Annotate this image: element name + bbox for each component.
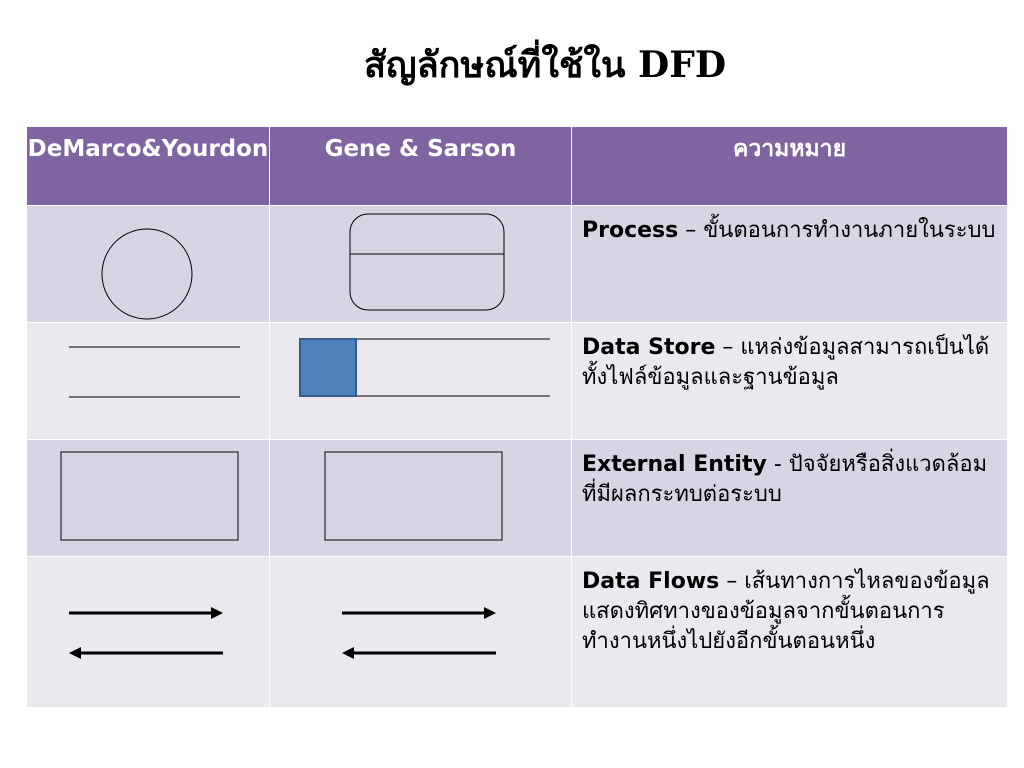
demarco-flow-cell: [26, 556, 270, 708]
external-entity-rect-symbol: [60, 451, 239, 541]
data-store-open-rect-symbol: [299, 338, 550, 397]
flow-description: เส้นทางการไหลของข้อมูล แสดงทิศทางของข้อม…: [582, 569, 990, 654]
term-separator: –: [715, 335, 741, 360]
table-row-data-flows: Data Flows – เส้นทางการไหลของข้อมูล แสดง…: [26, 556, 1008, 708]
dfd-symbol-table: DeMarco&Yourdon Gene & Sarson ความหมาย P…: [26, 126, 1008, 708]
header-demarco-yourdon: DeMarco&Yourdon: [26, 126, 270, 206]
store-description: แหล่งข้อมูลสามารถเป็นได้ทั้งไฟล์ข้อมูลแล…: [582, 335, 990, 390]
term-separator: -: [766, 452, 789, 477]
term-process: Process: [582, 218, 679, 243]
entity-description: ปัจจัยหรือสิ่งแวดล้อมที่มีผลกระทบต่อระบบ: [582, 452, 988, 507]
data-store-parallel-lines-symbol: [69, 346, 240, 398]
entity-description-cell: External Entity - ปัจจัยหรือสิ่งแวดล้อมท…: [571, 439, 1008, 557]
table-row-process: Process – ขั้นตอนการทำงานภายในระบบ: [26, 205, 1008, 323]
header-gene-sarson: Gene & Sarson: [269, 126, 572, 206]
data-flow-arrows-symbol: [69, 607, 223, 659]
demarco-store-cell: [26, 322, 270, 440]
gane-flow-cell: [269, 556, 572, 708]
process-description-cell: Process – ขั้นตอนการทำงานภายในระบบ: [571, 205, 1008, 323]
external-entity-rect-symbol: [324, 451, 503, 541]
header-meaning: ความหมาย: [571, 126, 1008, 206]
table-header-row: DeMarco&Yourdon Gene & Sarson ความหมาย: [26, 126, 1008, 206]
term-separator: –: [678, 218, 704, 243]
process-rounded-rect-symbol: [349, 213, 505, 311]
gane-process-cell: [269, 205, 572, 323]
table-row-external-entity: External Entity - ปัจจัยหรือสิ่งแวดล้อมท…: [26, 439, 1008, 557]
demarco-process-cell: [26, 205, 270, 323]
process-circle-symbol: [101, 228, 193, 320]
term-data-flows: Data Flows: [582, 569, 720, 594]
term-data-store: Data Store: [582, 335, 716, 360]
term-separator: –: [719, 569, 745, 594]
term-external-entity: External Entity: [582, 452, 767, 477]
gane-store-cell: [269, 322, 572, 440]
table-row-data-store: Data Store – แหล่งข้อมูลสามารถเป็นได้ทั้…: [26, 322, 1008, 440]
gane-entity-cell: [269, 439, 572, 557]
data-flow-arrows-symbol: [342, 607, 496, 659]
slide-title: สัญลักษณ์ที่ใช้ใน DFD: [363, 44, 727, 86]
store-description-cell: Data Store – แหล่งข้อมูลสามารถเป็นได้ทั้…: [571, 322, 1008, 440]
process-description: ขั้นตอนการทำงานภายในระบบ: [703, 218, 996, 243]
demarco-entity-cell: [26, 439, 270, 557]
flow-description-cell: Data Flows – เส้นทางการไหลของข้อมูล แสดง…: [571, 556, 1008, 708]
